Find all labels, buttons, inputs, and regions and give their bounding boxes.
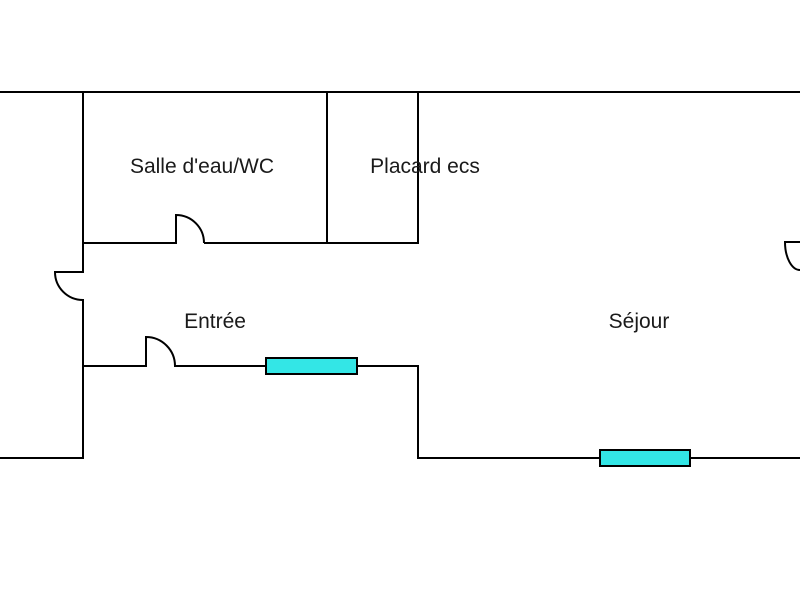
label-entree: Entrée	[184, 310, 246, 333]
door-entry-lower	[145, 335, 176, 367]
doors	[53, 213, 800, 367]
window-living	[599, 449, 691, 467]
windows	[265, 357, 691, 467]
window-entry	[265, 357, 358, 375]
door-bathroom	[175, 213, 205, 244]
label-sejour: Séjour	[609, 310, 670, 333]
label-placard: Placard ecs	[370, 155, 480, 178]
door-entrance	[53, 271, 84, 301]
label-salle-eau: Salle d'eau/WC	[130, 155, 274, 178]
door-right-edge	[783, 241, 800, 271]
room-labels: Salle d'eau/WC Placard ecs Entrée Séjour	[130, 155, 669, 333]
outer-walls	[0, 91, 800, 459]
interior-walls	[82, 91, 419, 459]
